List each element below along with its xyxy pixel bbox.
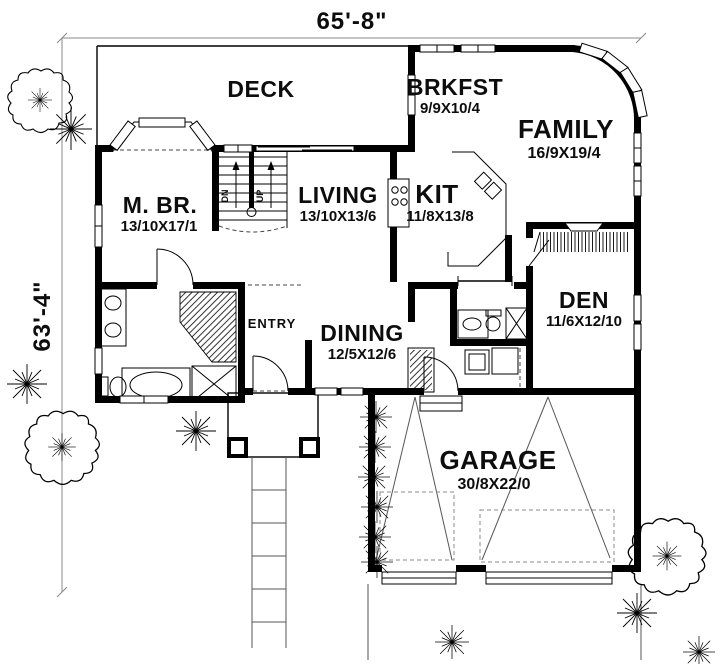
stairs-up-label: UP bbox=[255, 190, 265, 203]
trees bbox=[6, 68, 716, 664]
room-dims-living: 13/10X13/6 bbox=[300, 208, 377, 225]
room-label-deck: DECK bbox=[227, 76, 294, 102]
room-dims-dining: 12/5X12/6 bbox=[328, 346, 396, 363]
stairs-dn-label: DN bbox=[220, 190, 230, 203]
dimension-lines bbox=[56, 32, 647, 598]
master-closet bbox=[179, 291, 237, 363]
powder-room-fixtures bbox=[457, 276, 528, 388]
deck-outline bbox=[96, 45, 408, 145]
garage-door-swing-marks bbox=[375, 396, 615, 563]
room-label-brkfst: BRKFST bbox=[407, 74, 503, 100]
staircase bbox=[218, 149, 288, 233]
driveway bbox=[367, 584, 642, 660]
fireplace bbox=[533, 231, 630, 253]
room-dims-mbr: 13/10X17/1 bbox=[121, 218, 198, 235]
room-label-family: FAMILY bbox=[518, 114, 614, 144]
room-dims-family: 16/9X19/4 bbox=[528, 145, 601, 162]
room-label-entry: ENTRY bbox=[248, 316, 297, 331]
room-label-den: DEN bbox=[559, 287, 609, 313]
room-dims-den: 11/6X12/10 bbox=[546, 313, 622, 330]
walkway bbox=[251, 457, 287, 648]
room-dims-brkfst: 9/9X10/4 bbox=[420, 100, 481, 117]
overall-width-label: 65'-8" bbox=[316, 8, 387, 35]
room-label-kit: KIT bbox=[415, 179, 458, 209]
fireplace-niche bbox=[564, 222, 604, 232]
doors bbox=[156, 239, 550, 392]
porch bbox=[227, 392, 320, 458]
room-label-dining: DINING bbox=[320, 320, 404, 346]
room-label-living: LIVING bbox=[298, 182, 378, 208]
room-label-mbr: M. BR. bbox=[123, 192, 198, 218]
garage-doors bbox=[381, 571, 613, 585]
bay-window bbox=[109, 117, 216, 152]
overall-depth-label: 63'-4" bbox=[29, 280, 56, 351]
room-label-garage: GARAGE bbox=[439, 445, 556, 475]
room-dims-garage: 30/8X22/0 bbox=[458, 476, 531, 493]
room-dims-kit: 11/8X13/8 bbox=[406, 208, 474, 225]
bushes-row bbox=[357, 400, 394, 579]
windows bbox=[94, 42, 648, 404]
master-bath-fixtures bbox=[99, 288, 237, 403]
entry-closet bbox=[407, 347, 435, 393]
